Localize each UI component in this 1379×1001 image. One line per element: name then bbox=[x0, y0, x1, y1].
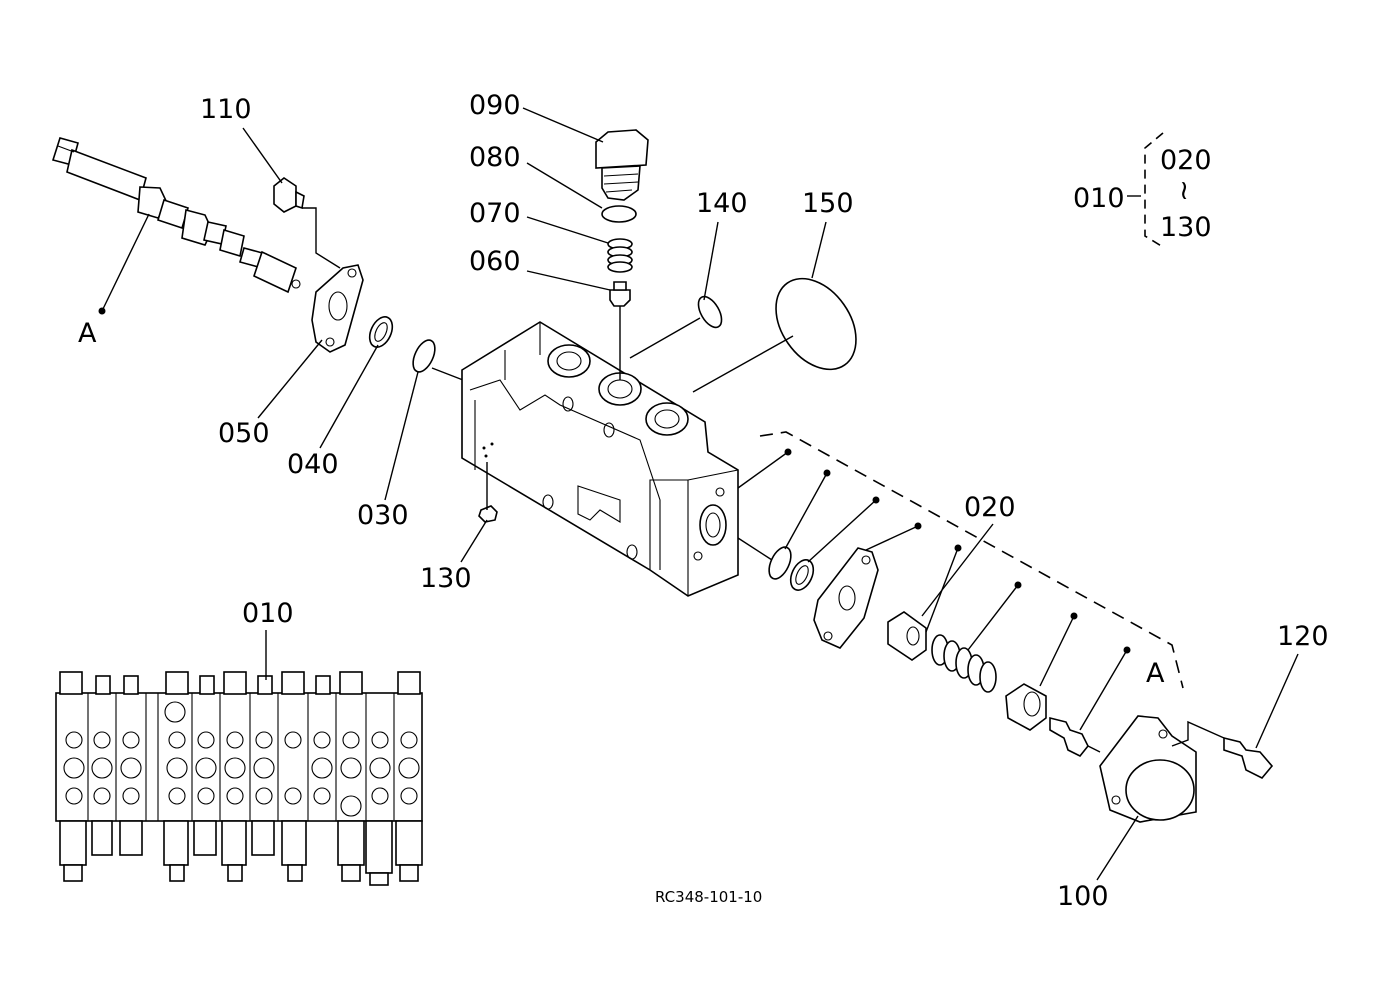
callout-020: 020 bbox=[964, 492, 1016, 523]
assembly-range-legend: 010 020 ≀ 130 bbox=[1073, 132, 1212, 248]
part-040-ring bbox=[368, 316, 394, 348]
part-150-large-oring bbox=[775, 277, 857, 371]
callout-040: 040 bbox=[287, 449, 339, 480]
legend-assembly-number: 010 bbox=[1073, 183, 1125, 214]
callout-060: 060 bbox=[469, 246, 521, 277]
callout-050: 050 bbox=[218, 418, 270, 449]
callout-120: 120 bbox=[1277, 621, 1329, 652]
part-bolt-right bbox=[1049, 716, 1089, 758]
part-030-oring bbox=[412, 339, 436, 373]
callout-150: 150 bbox=[802, 188, 854, 219]
part-020-seat bbox=[887, 611, 927, 661]
legend-range-tilde: ≀ bbox=[1179, 175, 1189, 206]
valve-bank-assembly bbox=[55, 671, 423, 886]
part-080-oring bbox=[601, 205, 637, 223]
part-cup-right bbox=[1005, 683, 1047, 731]
part-spring-right bbox=[931, 634, 997, 693]
callout-010-bank: 010 bbox=[242, 598, 294, 629]
callout-070: 070 bbox=[469, 198, 521, 229]
callout-140: 140 bbox=[696, 188, 748, 219]
ref-mark-a-left: A bbox=[78, 318, 97, 349]
drawing-code: RC348-101-10 bbox=[655, 888, 762, 906]
callout-030: 030 bbox=[357, 500, 409, 531]
part-130-plug bbox=[478, 505, 498, 523]
callout-110: 110 bbox=[200, 94, 252, 125]
part-090-plug bbox=[595, 129, 649, 201]
part-060-poppet bbox=[609, 281, 631, 307]
part-110-screw bbox=[273, 177, 305, 213]
part-flange-right bbox=[813, 547, 879, 649]
part-ring-right-2 bbox=[789, 559, 815, 591]
part-050-flange bbox=[311, 264, 364, 353]
part-120-bolt bbox=[1223, 736, 1274, 779]
part-100-cover bbox=[1099, 715, 1197, 823]
legend-range-end: 130 bbox=[1160, 212, 1212, 243]
callout-100: 100 bbox=[1057, 881, 1109, 912]
callout-090: 090 bbox=[469, 90, 521, 121]
part-070-spring bbox=[607, 238, 633, 273]
part-140-oring bbox=[697, 295, 723, 329]
ref-mark-a-right: A bbox=[1146, 658, 1165, 689]
callout-130: 130 bbox=[420, 563, 472, 594]
valve-body bbox=[461, 321, 739, 597]
spool-part bbox=[51, 137, 301, 294]
part-oring-right-1 bbox=[768, 546, 792, 580]
callout-080: 080 bbox=[469, 142, 521, 173]
legend-range-start: 020 bbox=[1160, 145, 1212, 176]
